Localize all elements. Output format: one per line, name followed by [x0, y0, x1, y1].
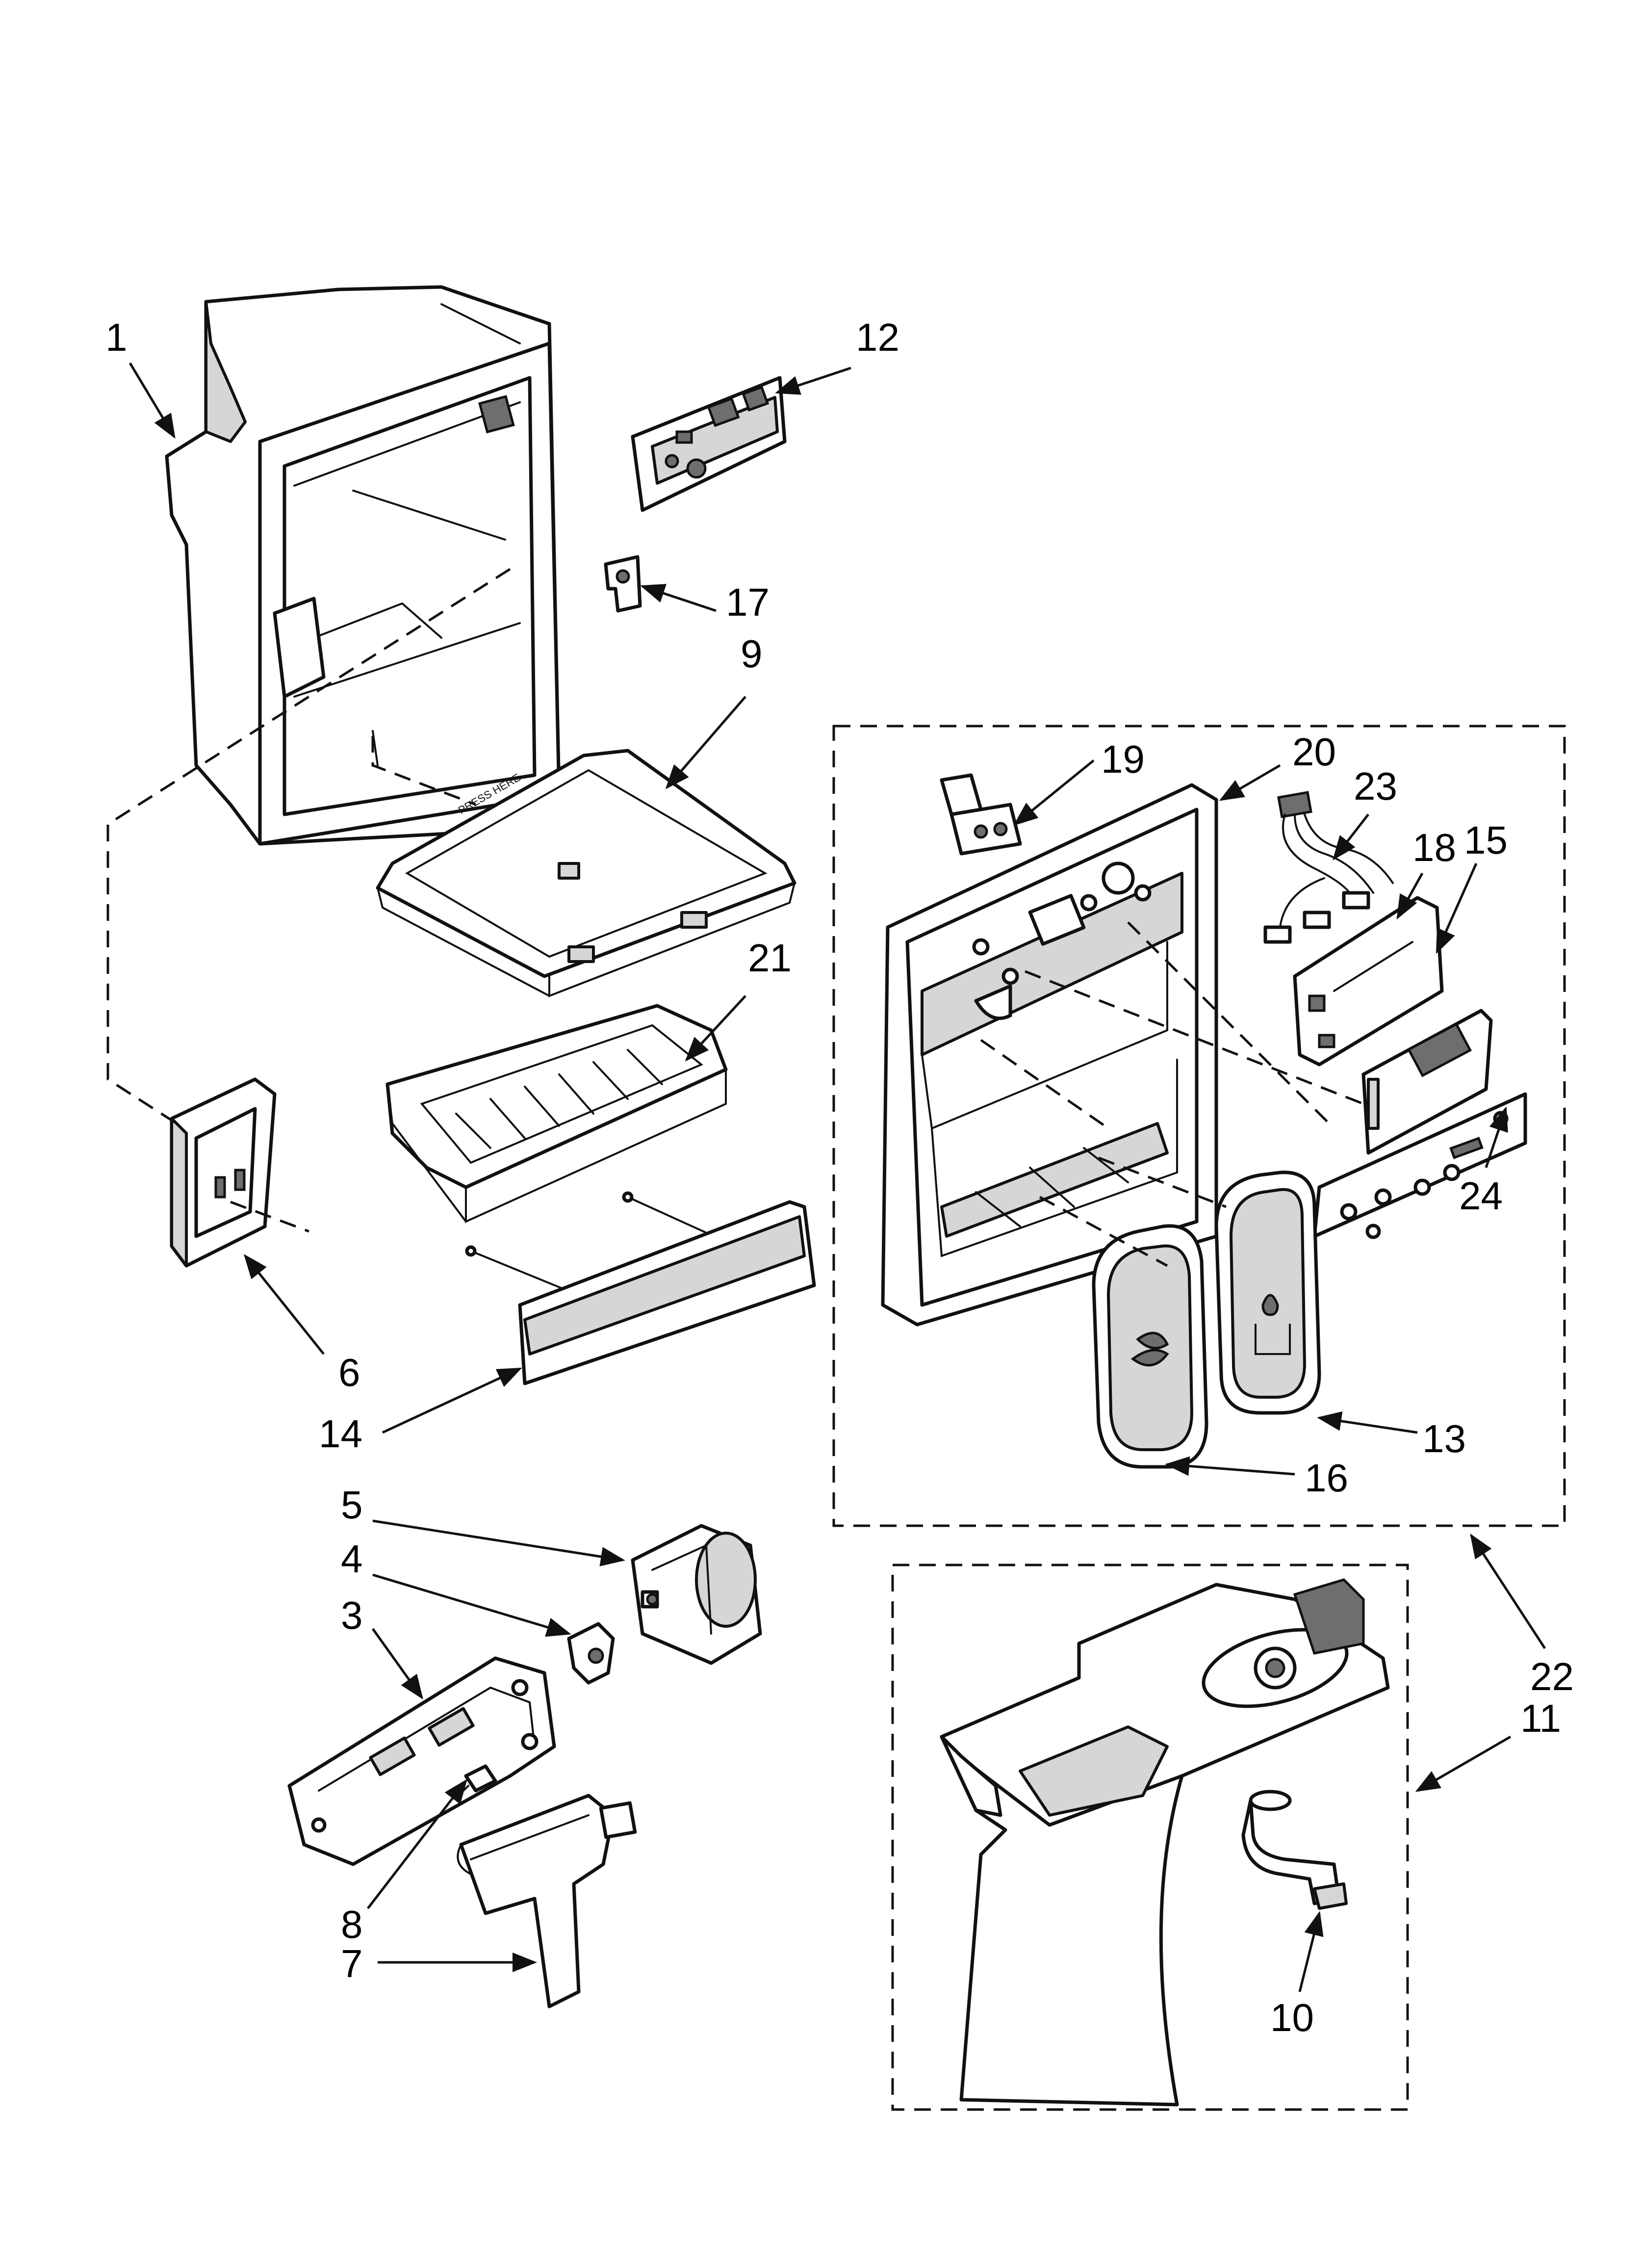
part-3-bracket-plate — [287, 1656, 556, 1866]
callout-22: 22 — [1530, 1655, 1574, 1698]
callout-6: 6 — [338, 1351, 360, 1394]
callout-labels: 1 12 17 9 21 6 14 19 20 23 18 15 24 13 1… — [105, 315, 1574, 2039]
part-19-connector — [940, 773, 1022, 856]
part-7-actuator — [457, 1794, 637, 2008]
part-6-outlet — [170, 1077, 277, 1268]
part-13-water-paddle — [1214, 1171, 1321, 1415]
callout-5: 5 — [341, 1483, 363, 1527]
callout-13: 13 — [1422, 1417, 1466, 1460]
part-4-cam — [567, 1622, 615, 1685]
part-11-ice-chute — [940, 1578, 1390, 2107]
part-21-drip-tray — [385, 1004, 728, 1224]
part-16-ice-paddle — [1092, 1224, 1208, 1469]
part-1-housing — [165, 285, 561, 846]
part-5-motor — [631, 1524, 762, 1665]
part-14-trim — [465, 1191, 816, 1385]
callout-9: 9 — [741, 632, 763, 676]
callout-20: 20 — [1292, 730, 1336, 774]
callout-8: 8 — [341, 1903, 363, 1946]
callout-4: 4 — [341, 1537, 363, 1581]
callout-17: 17 — [726, 580, 770, 624]
callout-21: 21 — [748, 936, 792, 980]
callout-23: 23 — [1354, 764, 1397, 808]
part-23-wire-harness — [1263, 791, 1394, 944]
part-15-display-board — [1361, 1009, 1493, 1155]
callout-16: 16 — [1305, 1456, 1348, 1500]
callout-19: 19 — [1101, 737, 1145, 781]
callout-7: 7 — [341, 1942, 363, 1985]
part-18-interface-board — [1293, 896, 1444, 1067]
callout-3: 3 — [341, 1593, 363, 1637]
leader-arrows — [128, 362, 1546, 1992]
part-20-facia-frame — [881, 783, 1218, 1327]
callout-1: 1 — [105, 315, 128, 359]
callout-12: 12 — [856, 315, 899, 359]
callout-24: 24 — [1459, 1174, 1503, 1218]
callout-10: 10 — [1270, 1996, 1314, 2039]
part-12-control-board — [631, 376, 787, 512]
part-17-bracket — [604, 555, 642, 613]
callout-15: 15 — [1464, 818, 1508, 862]
callout-14: 14 — [319, 1412, 362, 1456]
assembly-dashed-lines — [106, 568, 1364, 1267]
callout-18: 18 — [1412, 826, 1456, 869]
part-10-water-fitting — [1241, 1790, 1348, 1910]
callout-11: 11 — [1520, 1696, 1561, 1740]
group-22-box — [832, 725, 1566, 1527]
